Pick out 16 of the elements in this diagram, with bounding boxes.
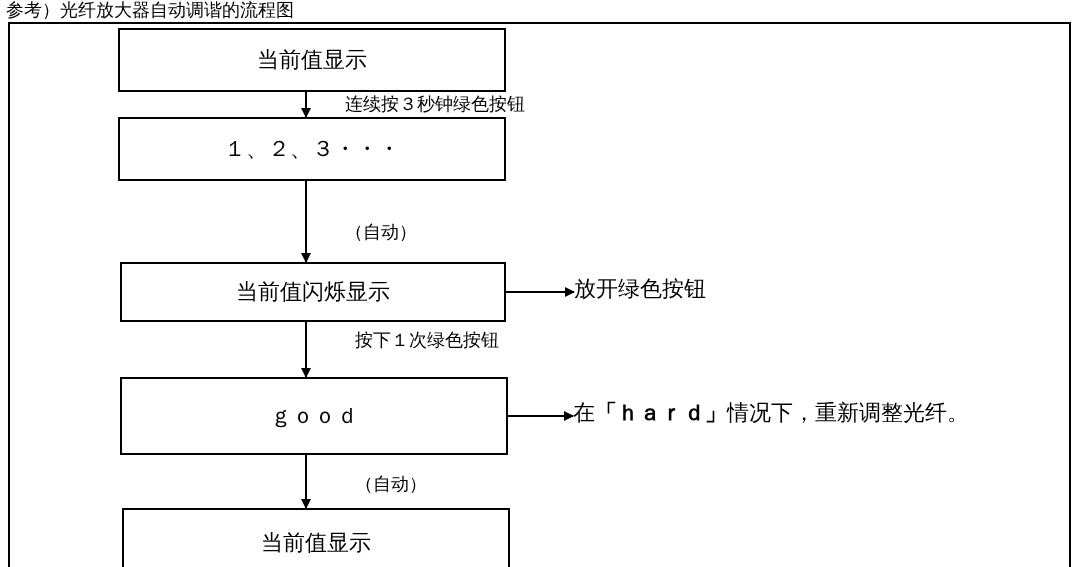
arrow (505, 287, 575, 297)
edge-label: 按下１次绿色按钮 (355, 328, 499, 352)
note-text: 在「ｈａｒｄ」情况下，重新调整光纤。 (573, 398, 969, 428)
note-text: 放开绿色按钮 (574, 274, 706, 304)
arrow (301, 454, 311, 509)
arrow (507, 411, 574, 421)
process-box: １、２、３・・・ (118, 117, 506, 181)
arrow (301, 91, 311, 118)
process-box: ｇｏｏｄ (120, 377, 508, 455)
process-box: 当前值显示 (118, 28, 506, 92)
arrow (301, 180, 311, 263)
process-box: 当前值闪烁显示 (120, 262, 506, 322)
process-box: 当前值显示 (122, 508, 510, 567)
arrow (301, 321, 311, 378)
diagram-title: 参考）光纤放大器自动调谐的流程图 (6, 0, 294, 22)
edge-label: 连续按３秒钟绿色按钮 (345, 92, 525, 116)
